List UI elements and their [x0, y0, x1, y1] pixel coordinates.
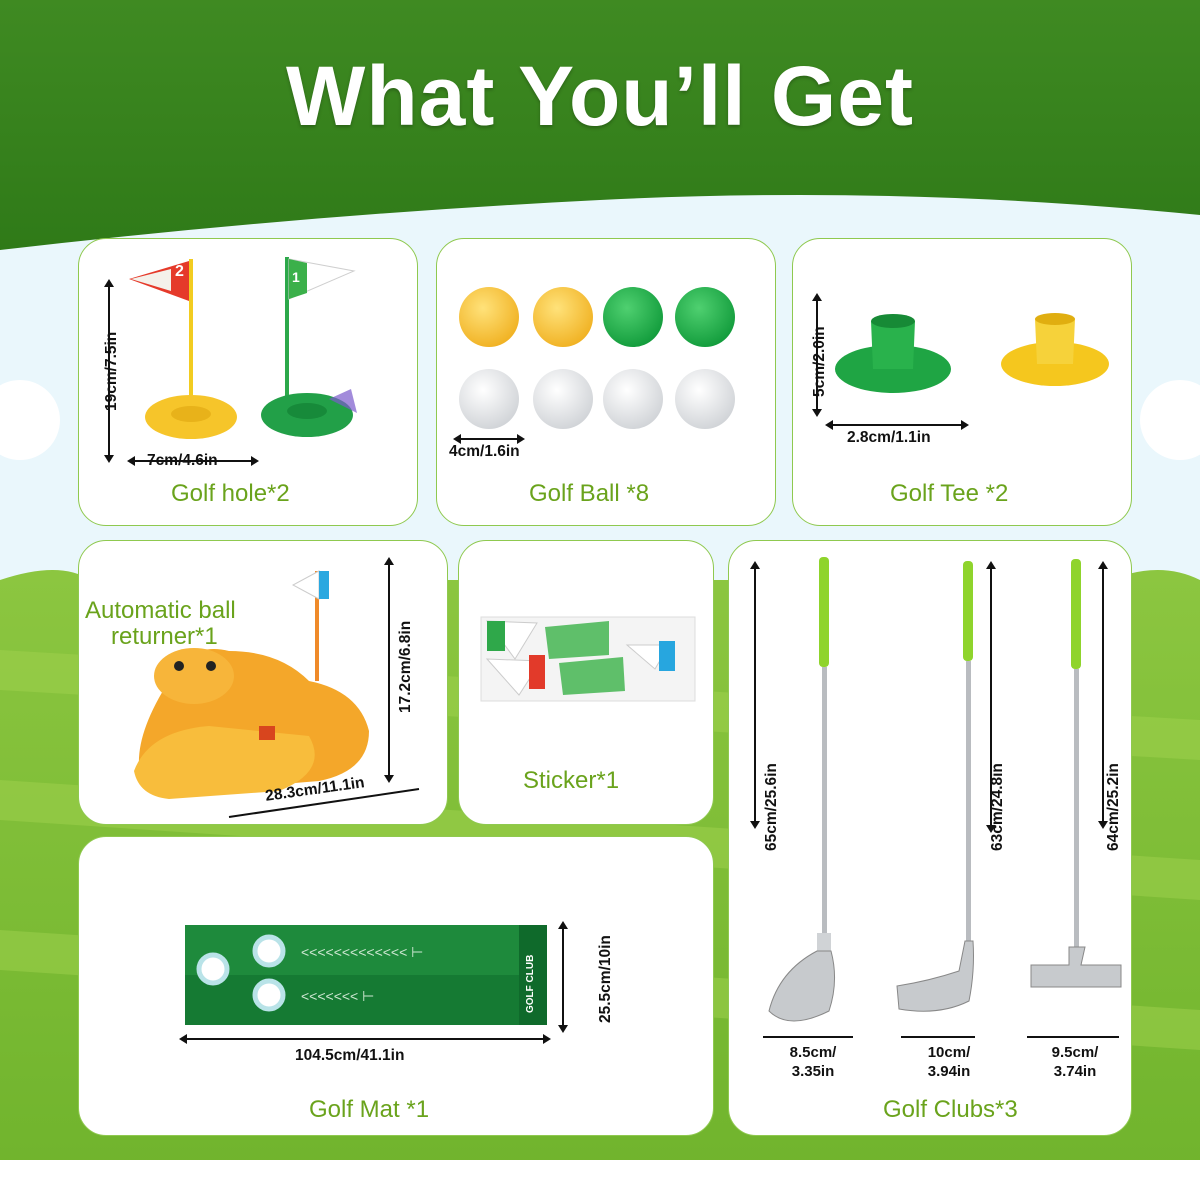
golf-tee-width: 2.8cm/1.1in: [847, 429, 931, 446]
card-golf-mat: <<<<<<<<<<<<< ⊢ <<<<<<< ⊢ GOLF CLUB 25.5…: [78, 836, 714, 1136]
ball-returner-illustration: [134, 557, 420, 818]
svg-text:<<<<<<<<<<<<< ⊢: <<<<<<<<<<<<< ⊢: [301, 944, 423, 960]
club-1-head-line2: 3.35in: [791, 1063, 835, 1080]
golf-mat-brand: GOLF CLUB: [525, 954, 536, 1013]
sticker-illustration: [480, 616, 696, 702]
club-2-head-line1: 10cm/: [927, 1044, 971, 1061]
ball-returner-height: 17.2cm/6.8in: [397, 620, 414, 713]
golf-hole-flag-number-2: 2: [175, 263, 184, 280]
page-title: What You’ll Get: [286, 49, 914, 143]
ball-returner-label-line2: returner*1: [111, 623, 218, 650]
golf-tee-height: 5cm/2.0in: [811, 326, 828, 397]
club-3-head-line2: 3.74in: [1053, 1063, 1097, 1080]
golf-hole-illustration: [104, 257, 357, 466]
card-golf-tee: 5cm/2.0in 2.8cm/1.1in Golf Tee *2: [792, 238, 1132, 526]
golf-mat-length: 104.5cm/41.1in: [295, 1047, 405, 1064]
club-1-length: 65cm/25.6in: [763, 763, 780, 851]
golf-tee-label: Golf Tee *2: [890, 480, 1009, 507]
club-3-head-line1: 9.5cm/: [1051, 1044, 1099, 1061]
card-golf-ball: 4cm/1.6in Golf Ball *8: [436, 238, 776, 526]
svg-text:<<<<<<< ⊢: <<<<<<< ⊢: [301, 988, 374, 1004]
sticker-label: Sticker*1: [523, 767, 620, 794]
golf-hole-label: Golf hole*2: [171, 480, 290, 507]
golf-hole-flag-number-1: 1: [292, 269, 300, 285]
golf-hole-width: 7cm/4.6in: [147, 452, 218, 469]
golf-ball-label: Golf Ball *8: [529, 480, 650, 507]
golf-tees-illustration: [812, 293, 1109, 430]
club-2-head-line2: 3.94in: [927, 1063, 971, 1080]
golf-balls-illustration: [453, 287, 735, 444]
golf-mat-illustration: <<<<<<<<<<<<< ⊢ <<<<<<< ⊢: [179, 921, 568, 1044]
club-1-head-line1: 8.5cm/: [789, 1044, 837, 1061]
golf-clubs-label: Golf Clubs*3: [883, 1096, 1018, 1123]
club-2-length: 63cm/24.8in: [989, 763, 1006, 851]
club-1-head-width: 8.5cm/ 3.35in: [777, 1043, 849, 1081]
golf-mat-height: 25.5cm/10in: [597, 935, 614, 1023]
card-sticker: Sticker*1: [458, 540, 714, 825]
card-golf-hole: 2 1 19cm/7.5in 7cm/4.6in Golf hole*2: [78, 238, 418, 526]
golf-mat-label: Golf Mat *1: [309, 1096, 430, 1123]
golf-ball-diameter: 4cm/1.6in: [449, 443, 520, 460]
card-golf-clubs: 65cm/25.6in 63cm/24.8in 64cm/25.2in 8.5c…: [728, 540, 1132, 1136]
club-2-head-width: 10cm/ 3.94in: [913, 1043, 985, 1081]
ball-returner-label-line1: Automatic ball: [85, 597, 236, 624]
club-3-head-width: 9.5cm/ 3.74in: [1039, 1043, 1111, 1081]
club-3-length: 64cm/25.2in: [1105, 763, 1122, 851]
card-ball-returner: Automatic ball returner*1 3 17.2cm/6.8in…: [78, 540, 448, 825]
golf-clubs-illustration: [750, 557, 1122, 1038]
golf-hole-height: 19cm/7.5in: [103, 331, 120, 411]
ball-returner-flag-number: 3: [307, 577, 315, 592]
